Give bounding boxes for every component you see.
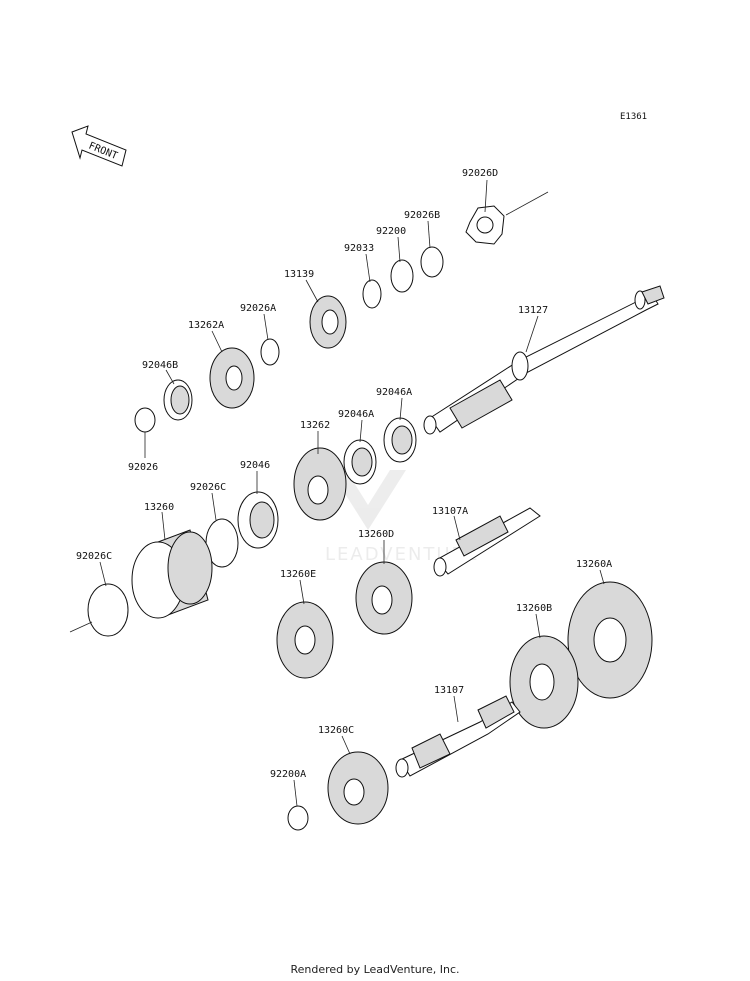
gear-13260A[interactable] bbox=[567, 581, 653, 699]
circlip-92033[interactable] bbox=[362, 279, 382, 309]
bearing-92046A-1[interactable] bbox=[383, 417, 417, 463]
washer-92200[interactable] bbox=[390, 259, 414, 293]
label-13260C: 13260C bbox=[318, 725, 354, 736]
washer-92026B[interactable] bbox=[420, 246, 444, 278]
shaft-13127[interactable] bbox=[423, 285, 665, 435]
bearing-92046A-2[interactable] bbox=[343, 439, 377, 485]
label-13262: 13262 bbox=[300, 420, 330, 431]
label-13107: 13107 bbox=[434, 685, 464, 696]
bearing-92046B[interactable] bbox=[163, 379, 193, 421]
label-92026A: 92026A bbox=[240, 303, 276, 314]
shaft-13107[interactable] bbox=[395, 695, 521, 778]
label-13260B: 13260B bbox=[516, 603, 552, 614]
front-arrow-icon: FRONT bbox=[71, 125, 127, 167]
label-13260: 13260 bbox=[144, 502, 174, 513]
gear-13260[interactable] bbox=[131, 529, 213, 619]
ring-92026C-2[interactable] bbox=[69, 583, 129, 637]
label-92026D: 92026D bbox=[462, 168, 498, 179]
gear-13262A[interactable] bbox=[209, 347, 255, 409]
label-92200A: 92200A bbox=[270, 769, 306, 780]
label-92200: 92200 bbox=[376, 226, 406, 237]
gear-13260B[interactable] bbox=[509, 635, 579, 729]
gear-13260C[interactable] bbox=[327, 751, 389, 825]
diagram-code: E1361 bbox=[620, 112, 648, 122]
gear-13260D[interactable] bbox=[355, 561, 413, 635]
label-92046A-2: 92046A bbox=[338, 409, 374, 420]
label-92026C-1: 92026C bbox=[190, 482, 226, 493]
label-92026: 92026 bbox=[128, 462, 158, 473]
label-92026C-2: 92026C bbox=[76, 551, 112, 562]
label-13260E: 13260E bbox=[280, 569, 316, 580]
label-13139: 13139 bbox=[284, 269, 314, 280]
label-13260D: 13260D bbox=[358, 529, 394, 540]
label-92046A-1: 92046A bbox=[376, 387, 412, 398]
label-13127: 13127 bbox=[518, 305, 548, 316]
washer-92026[interactable] bbox=[134, 407, 156, 433]
label-92033: 92033 bbox=[344, 243, 374, 254]
label-92046: 92046 bbox=[240, 460, 270, 471]
leader-lines bbox=[99, 179, 605, 807]
gear-13139[interactable] bbox=[309, 295, 347, 349]
lock-washer-92026D[interactable] bbox=[465, 191, 549, 245]
label-92046B: 92046B bbox=[142, 360, 178, 371]
footer-credit: Rendered by LeadVenture, Inc. bbox=[290, 963, 460, 976]
label-13260A: 13260A bbox=[576, 559, 612, 570]
label-13262A: 13262A bbox=[188, 320, 224, 331]
bearing-92046[interactable] bbox=[237, 491, 279, 549]
washer-92026A[interactable] bbox=[260, 338, 280, 366]
gear-13260E[interactable] bbox=[276, 601, 334, 679]
washer-92200A[interactable] bbox=[287, 805, 309, 831]
label-92026B: 92026B bbox=[404, 210, 440, 221]
gear-13262[interactable] bbox=[293, 447, 347, 521]
label-13107A: 13107A bbox=[432, 506, 468, 517]
shaft-13107A[interactable] bbox=[433, 507, 541, 577]
